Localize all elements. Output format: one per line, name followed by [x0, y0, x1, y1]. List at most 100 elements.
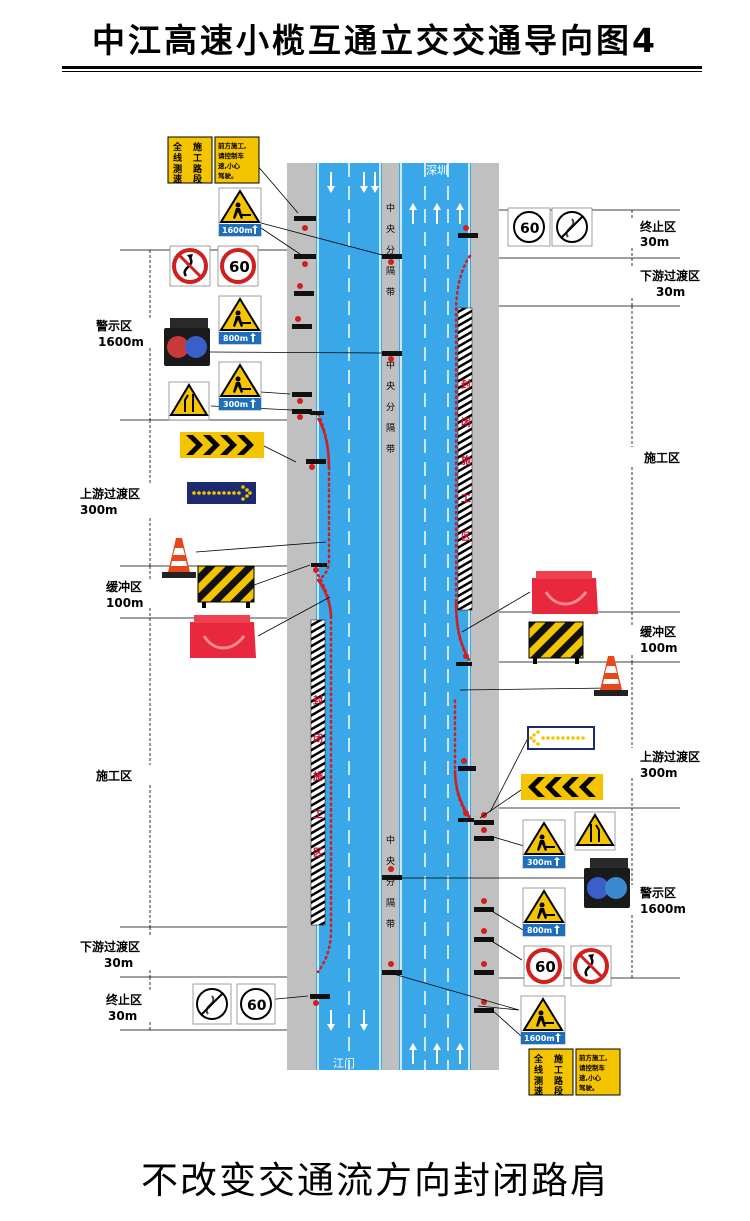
marker	[294, 283, 314, 296]
zone-label-buffer-length: 100m	[640, 641, 678, 655]
caution-line: 速,小心	[579, 1073, 601, 1082]
survey-sign-right: 全 施 线 工 测 路 速 段	[528, 1048, 574, 1097]
down-arrow	[360, 1010, 368, 1031]
median-char: 中	[386, 834, 395, 846]
lane-reduction-sign-left	[168, 381, 210, 421]
median-label-2: 中 央 分 隔 带	[386, 359, 395, 455]
marker	[458, 810, 474, 822]
central-median	[382, 163, 399, 1070]
up-arrow	[433, 1043, 441, 1064]
zone-label-upstream: 上游过渡区	[640, 749, 700, 764]
median-char: 隔	[386, 898, 395, 909]
down-arrow	[371, 172, 379, 193]
water-barrier-right	[532, 571, 598, 614]
lane-arrows	[327, 172, 464, 1064]
survey-char: 速	[173, 173, 182, 185]
barricade-right	[528, 621, 584, 664]
marker	[310, 994, 330, 1006]
road-markers	[292, 216, 494, 1013]
lane-reduction-sign-right	[574, 811, 616, 851]
median-char: 央	[386, 855, 395, 867]
zone-label-upstream-length: 300m	[80, 503, 118, 517]
up-arrow	[433, 203, 441, 224]
distance-label: 800m	[527, 926, 552, 935]
end-speed-limit-sign-right: 60	[507, 207, 551, 247]
page-title: 中江高速小榄互通立交交通导向图4	[92, 21, 658, 60]
caution-line: 请控制车	[218, 151, 245, 160]
median-char: 分	[386, 877, 395, 888]
marker	[306, 459, 326, 470]
closure-char: 施	[313, 770, 323, 783]
no-overtaking-sign-left	[169, 245, 211, 287]
survey-char: 路	[554, 1075, 564, 1087]
median-char: 隔	[386, 266, 395, 277]
no-overtaking-sign-right	[570, 945, 612, 987]
marker	[474, 898, 494, 912]
zone-label-warning-length: 1600m	[98, 335, 144, 349]
survey-sign-left: 全 施 线 工 测 路 速 段	[167, 136, 213, 185]
zone-label-warning: 警示区	[639, 885, 676, 900]
zone-label-downstream-length: 30m	[656, 285, 685, 299]
zone-label-end-length: 30m	[108, 1009, 137, 1023]
marker	[458, 225, 478, 238]
survey-char: 施	[193, 141, 202, 153]
flashing-light-right	[584, 858, 630, 908]
marker	[382, 866, 402, 880]
flashing-light-left	[164, 318, 210, 366]
speed-value: 60	[229, 258, 250, 276]
worker-icon	[233, 376, 251, 393]
speed-value: 60	[247, 998, 267, 1014]
zone-label-warning: 警示区	[95, 318, 132, 333]
zone-label-buffer-length: 100m	[106, 596, 144, 610]
work-zone-hatch-right	[457, 307, 473, 611]
marker	[292, 392, 312, 404]
worker-icon	[233, 310, 251, 327]
work-ahead-sign-right-300: 300m	[522, 819, 566, 869]
caution-line: 速,小心	[218, 161, 240, 170]
marker	[456, 653, 472, 666]
marker	[292, 409, 312, 420]
work-ahead-sign-left-300: 300m	[218, 361, 262, 411]
distance-label: 1600m	[524, 1034, 555, 1043]
zone-label-upstream-length: 300m	[640, 766, 678, 780]
marker	[294, 216, 316, 231]
zone-label-work: 施工区	[96, 768, 132, 783]
median-char: 央	[386, 223, 395, 235]
caution-line: 驾驶。	[579, 1083, 599, 1092]
distance-label: 300m	[223, 400, 248, 409]
destination-bottom: 江门	[333, 1056, 355, 1070]
median-char: 中	[386, 359, 395, 371]
page-subtitle: 不改变交通流方向封闭路肩	[141, 1159, 609, 1202]
median-char: 带	[386, 444, 395, 455]
survey-char: 工	[554, 1065, 563, 1076]
closure-char: 施	[461, 454, 471, 467]
zone-labels-right: 终止区 30m 下游过渡区 30m 施工区 缓冲区 100m 上游过渡区 300…	[639, 219, 700, 916]
leader-lines	[195, 156, 611, 1045]
median-char: 隔	[386, 423, 395, 434]
caution-line: 前方施工,	[218, 141, 246, 150]
title-underline-thin	[62, 71, 702, 72]
survey-char: 测	[173, 163, 182, 175]
work-zone-hatch-left	[310, 619, 326, 926]
zone-label-end: 终止区	[106, 992, 142, 1007]
zone-label-buffer: 缓冲区	[640, 624, 676, 639]
zone-labels-left: 警示区 1600m 上游过渡区 300m 缓冲区 100m 施工区 下游过渡区 …	[80, 318, 144, 1023]
marker	[474, 827, 494, 841]
closure-char: 封	[461, 378, 471, 391]
left-shoulder	[287, 163, 316, 1070]
closure-char: 工	[461, 494, 471, 505]
work-ahead-sign-right-800: 800m	[522, 887, 566, 937]
closure-label-right: 封 闭 施 工 区	[461, 378, 471, 543]
closure-char: 闭	[313, 732, 323, 745]
marker	[292, 316, 312, 329]
survey-char: 施	[554, 1053, 563, 1065]
caution-line: 请控制车	[579, 1063, 606, 1072]
marker	[310, 411, 324, 415]
marker	[474, 928, 494, 942]
survey-char: 速	[534, 1085, 543, 1097]
down-arrow	[327, 1010, 335, 1031]
zone-label-end: 终止区	[640, 219, 676, 234]
marker	[474, 961, 494, 975]
median-char: 央	[386, 380, 395, 392]
